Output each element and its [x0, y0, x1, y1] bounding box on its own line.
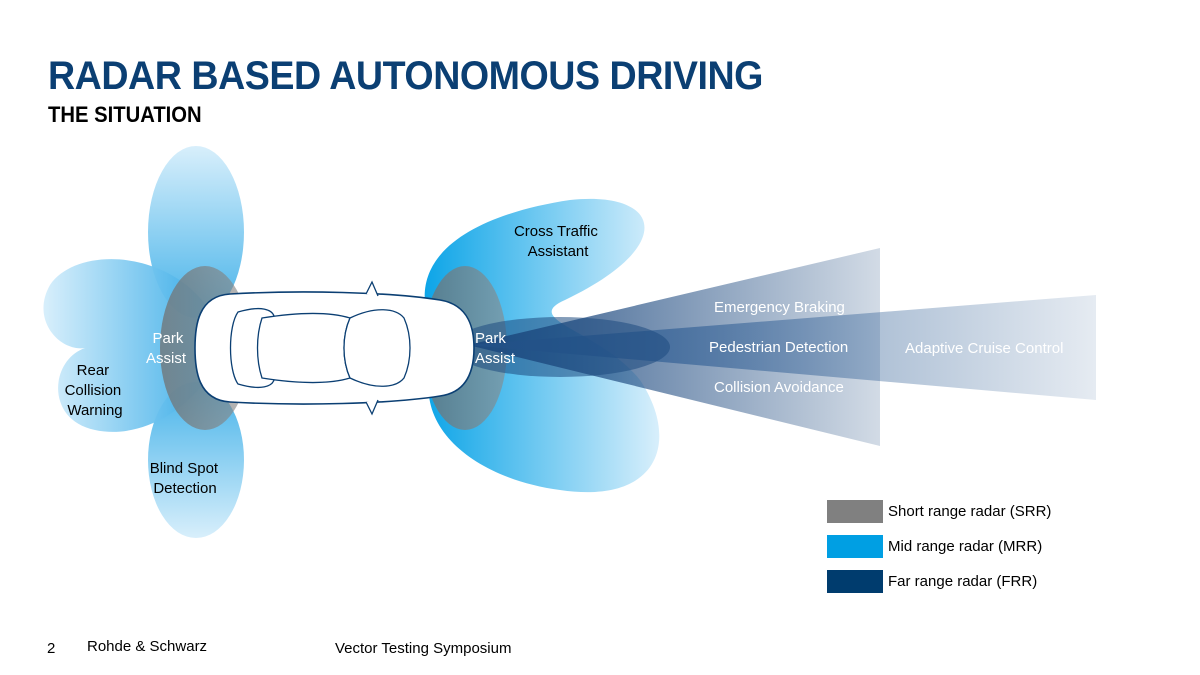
legend-item-srr: Short range radar (SRR) — [827, 500, 1051, 523]
park-assist-rear-label: Park Assist — [146, 330, 188, 367]
legend-label-mrr: Mid range radar (MRR) — [888, 538, 1043, 555]
rear-collision-warning-label: Rear Collision Warning — [65, 362, 126, 419]
legend-item-mrr: Mid range radar (MRR) — [827, 535, 1051, 558]
car-icon — [194, 280, 475, 416]
radar-legend: Short range radar (SRR) Mid range radar … — [827, 500, 1051, 605]
page-number: 2 — [47, 640, 56, 657]
park-assist-front-label: Park Assist — [475, 330, 516, 367]
frr-core — [450, 317, 670, 377]
blind-spot-detection-label: Blind Spot Detection — [150, 460, 223, 497]
footer-company: Rohde & Schwarz — [87, 638, 208, 655]
legend-swatch-frr — [827, 570, 883, 593]
legend-label-srr: Short range radar (SRR) — [888, 503, 1052, 520]
cross-traffic-assistant-label: Cross Traffic Assistant — [514, 223, 602, 260]
slide-title: RADAR BASED AUTONOMOUS DRIVING — [48, 54, 763, 98]
pedestrian-detection-label: Pedestrian Detection — [709, 339, 848, 356]
legend-label-frr: Far range radar (FRR) — [888, 573, 1038, 590]
legend-item-frr: Far range radar (FRR) — [827, 570, 1051, 593]
emergency-braking-label: Emergency Braking — [714, 299, 845, 316]
slide-subtitle: THE SITUATION — [48, 102, 202, 127]
footer-event: Vector Testing Symposium — [335, 640, 512, 657]
adaptive-cruise-control-label: Adaptive Cruise Control — [905, 340, 1063, 357]
collision-avoidance-label: Collision Avoidance — [714, 379, 844, 396]
legend-swatch-srr — [827, 500, 883, 523]
frr-beam-long — [468, 295, 1096, 400]
legend-swatch-mrr — [827, 535, 883, 558]
